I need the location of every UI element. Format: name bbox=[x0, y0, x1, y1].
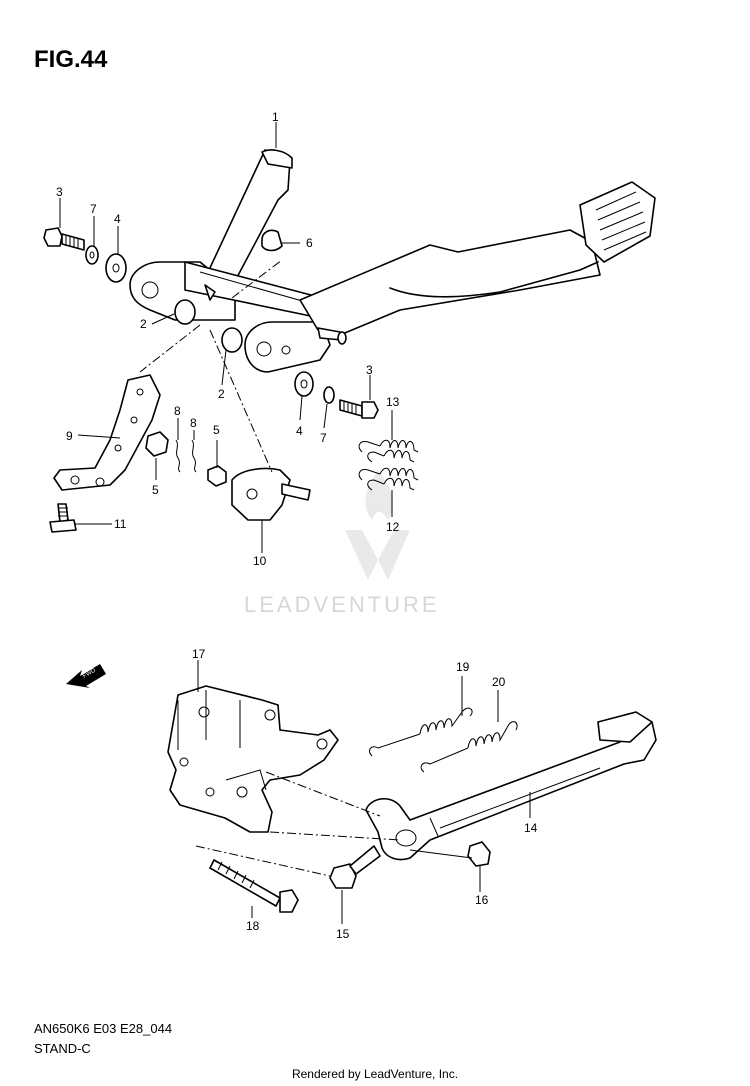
callout-4: 4 bbox=[296, 424, 303, 438]
callout-10: 10 bbox=[253, 554, 267, 568]
washer-part bbox=[85, 245, 99, 265]
callout-16: 16 bbox=[475, 893, 489, 907]
spring-part bbox=[369, 707, 473, 757]
bolt-part bbox=[209, 859, 299, 913]
center-stand-part bbox=[129, 149, 656, 373]
bracket-part bbox=[53, 374, 161, 491]
callout-5: 5 bbox=[213, 423, 220, 437]
callout-6: 6 bbox=[306, 236, 313, 250]
callout-1: 1 bbox=[272, 110, 279, 124]
spring-part bbox=[358, 439, 419, 463]
spring-part bbox=[420, 721, 518, 773]
cap-part bbox=[261, 229, 283, 252]
callout-2: 2 bbox=[218, 387, 225, 401]
fwd-arrow-icon bbox=[66, 664, 106, 688]
callout-8: 8 bbox=[174, 404, 181, 418]
nut-part bbox=[467, 841, 491, 867]
callout-17: 17 bbox=[192, 647, 206, 661]
callout-7: 7 bbox=[320, 431, 327, 445]
watermark-text: LEADVENTURE bbox=[244, 592, 440, 617]
bolt-part bbox=[339, 399, 379, 419]
washer-part bbox=[105, 253, 127, 283]
callout-7: 7 bbox=[90, 202, 97, 216]
side-stand-bracket-part bbox=[167, 685, 339, 833]
nut-part bbox=[145, 431, 169, 457]
callout-19: 19 bbox=[456, 660, 470, 674]
side-stand-part bbox=[365, 711, 657, 861]
callout-leaders-lower bbox=[197, 660, 531, 924]
callout-5: 5 bbox=[152, 483, 159, 497]
callout-12: 12 bbox=[386, 520, 400, 534]
callout-18: 18 bbox=[246, 919, 260, 933]
callout-9: 9 bbox=[66, 429, 73, 443]
watermark-logo bbox=[345, 470, 410, 580]
pivot-bracket-part bbox=[231, 467, 311, 521]
diagram-code: AN650K6 E03 E28_044 bbox=[34, 1021, 173, 1036]
rendered-by-credit: Rendered by LeadVenture, Inc. bbox=[291, 1067, 459, 1081]
callout-2: 2 bbox=[140, 317, 147, 331]
figure-title: FIG.44 bbox=[34, 46, 108, 73]
callout-8: 8 bbox=[190, 416, 197, 430]
pivot-bolt-part bbox=[329, 845, 381, 889]
callout-3: 3 bbox=[366, 363, 373, 377]
diagram-name: STAND-C bbox=[34, 1041, 91, 1056]
callout-13: 13 bbox=[386, 395, 400, 409]
nut-part bbox=[207, 465, 227, 487]
bolt-part bbox=[43, 227, 85, 251]
callout-3: 3 bbox=[56, 185, 63, 199]
callout-14: 14 bbox=[524, 821, 538, 835]
washer-part bbox=[323, 386, 335, 404]
washer-part bbox=[294, 371, 314, 397]
callout-labels: 1 2 2 3 3 4 4 5 5 6 7 7 8 8 9 10 11 12 1… bbox=[56, 110, 538, 941]
cotter-pin-part bbox=[175, 439, 197, 473]
callout-15: 15 bbox=[336, 927, 350, 941]
bushing-part bbox=[174, 299, 243, 353]
callout-11: 11 bbox=[114, 517, 127, 531]
callout-leaders bbox=[59, 122, 393, 553]
callout-20: 20 bbox=[492, 675, 506, 689]
callout-4: 4 bbox=[114, 212, 121, 226]
spring-part bbox=[358, 467, 419, 491]
bolt-part bbox=[49, 503, 77, 533]
